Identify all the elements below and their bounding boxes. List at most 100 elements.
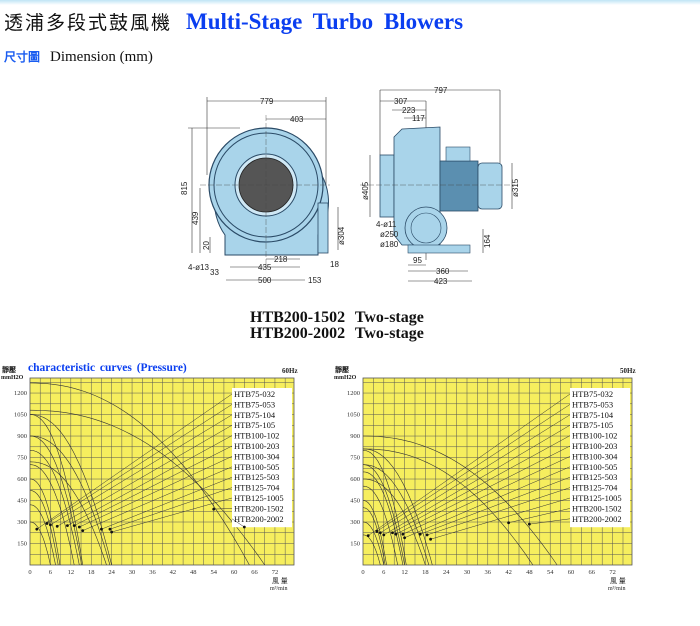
dim-223: 223	[402, 106, 416, 115]
legend-entry: HTB200-2002	[234, 514, 284, 524]
legend-entry: HTB100-304	[234, 451, 280, 461]
dimension-heading: 尺寸圖 Dimension (mm)	[4, 48, 153, 66]
x-tick-label: 42	[170, 569, 177, 576]
y-tick-label: 750	[350, 455, 360, 462]
curve-htb100-203	[30, 450, 80, 566]
dim-304: ø304	[337, 226, 346, 245]
leader-line	[111, 497, 233, 533]
x-tick-label: 36	[485, 569, 492, 576]
dim-164: 164	[483, 234, 492, 248]
leader-line	[404, 466, 571, 539]
legend-entry: HTB200-1502	[572, 503, 622, 513]
x-tick-label: 18	[88, 569, 95, 576]
operating-point	[108, 527, 112, 531]
dim-423: 423	[434, 277, 448, 286]
x-axis-label-chinese: 風 量	[272, 577, 288, 585]
leader-line	[57, 424, 233, 527]
y-tick-label: 150	[350, 541, 360, 548]
x-tick-label: 6	[49, 569, 53, 576]
curve-htb75-032	[363, 534, 381, 566]
operating-point	[378, 531, 382, 535]
operating-point	[35, 527, 39, 531]
x-tick-label: 54	[547, 569, 554, 576]
x-tick-label: 6	[382, 569, 386, 576]
y-tick-label: 450	[350, 498, 360, 505]
curve-htb125-1005	[362, 448, 433, 566]
curve-htb200-2002	[362, 435, 558, 566]
x-tick-label: 30	[464, 569, 471, 576]
x-tick-label: 66	[251, 569, 258, 576]
model-list: HTB200-1502 Two-stage HTB200-2002 Two-st…	[250, 310, 424, 342]
frequency-label: 50Hz	[620, 367, 636, 375]
operating-point	[100, 527, 103, 531]
x-tick-label: 54	[210, 569, 217, 576]
y-tick-label: 150	[17, 541, 27, 548]
operating-point	[429, 537, 432, 541]
x-tick-label: 36	[149, 569, 156, 576]
legend-entry: HTB100-505	[234, 462, 279, 472]
x-tick-label: 60	[231, 569, 238, 576]
legend-entry: HTB75-104	[572, 410, 614, 420]
leader-line	[50, 414, 233, 526]
curve-htb100-505	[363, 450, 407, 566]
legend-entry: HTB100-505	[572, 462, 617, 472]
x-tick-label: 12	[401, 569, 408, 576]
x-tick-label: 0	[361, 569, 364, 576]
x-tick-label: 24	[108, 569, 115, 576]
operating-point	[527, 522, 531, 526]
dim-117: 117	[412, 114, 425, 123]
leader-line	[368, 393, 571, 536]
curve-htb125-1005	[29, 414, 112, 566]
top-bar	[0, 0, 700, 5]
side-view-drawing: 797 307 223 117 ø405 ø315 4-ø11 ø250 ø18…	[360, 86, 520, 286]
leader-line	[529, 518, 571, 525]
dim-218: 218	[274, 255, 288, 264]
legend-entry: HTB75-053	[234, 399, 275, 409]
operating-point	[418, 532, 422, 536]
legend-entry: HTB100-203	[572, 441, 617, 451]
legend-entry: HTB125-704	[572, 483, 618, 493]
dim-815: 815	[180, 181, 189, 195]
y-tick-label: 900	[350, 433, 360, 440]
frequency-label: 60Hz	[282, 367, 298, 375]
front-view-drawing: 779 403 815 439 20 4-ø13 33 435 218 500 …	[180, 97, 346, 285]
y-tick-label: 300	[17, 519, 27, 526]
dim-360: 360	[436, 267, 450, 276]
operating-point	[49, 523, 52, 527]
leader-line	[383, 424, 571, 536]
curve-htb75-053	[30, 504, 56, 566]
leader-line	[508, 508, 571, 523]
legend-entry: HTB125-704	[234, 483, 280, 493]
dim-797: 797	[434, 86, 448, 95]
legend-entry: HTB75-104	[234, 410, 276, 420]
x-tick-label: 0	[28, 569, 31, 576]
title-english: Multi-Stage Turbo Blowers	[186, 9, 464, 34]
y-tick-label: 450	[17, 498, 27, 505]
curve-htb100-102	[30, 464, 75, 566]
curve-htb75-104	[363, 507, 386, 566]
curve-htb75-032	[30, 521, 51, 566]
page-title: 透浦多段式鼓風機 Multi-Stage Turbo Blowers	[4, 8, 463, 35]
leader-line	[380, 414, 571, 533]
x-tick-label: 30	[129, 569, 136, 576]
curve-htb200-1502	[29, 409, 265, 566]
leader-line	[109, 487, 233, 530]
legend-entry: HTB75-105	[234, 420, 275, 430]
legend-box	[570, 388, 630, 528]
operating-point	[72, 524, 76, 527]
x-tick-label: 18	[422, 569, 429, 576]
y-tick-label: 900	[17, 433, 27, 440]
dim-403: 403	[290, 115, 304, 124]
y-tick-label: 750	[17, 455, 27, 462]
dim-439: 439	[191, 211, 200, 225]
leader-line	[402, 456, 571, 535]
curve-htb125-704	[29, 435, 111, 566]
title-chinese: 透浦多段式鼓風機	[4, 12, 173, 34]
y-axis-label-chinese: 靜壓	[335, 365, 349, 374]
leader-line	[392, 435, 571, 533]
leader-line	[36, 393, 233, 530]
dim-405: ø405	[361, 181, 370, 200]
legend-box	[232, 388, 292, 528]
operating-point	[55, 524, 59, 528]
leader-line	[231, 518, 245, 528]
